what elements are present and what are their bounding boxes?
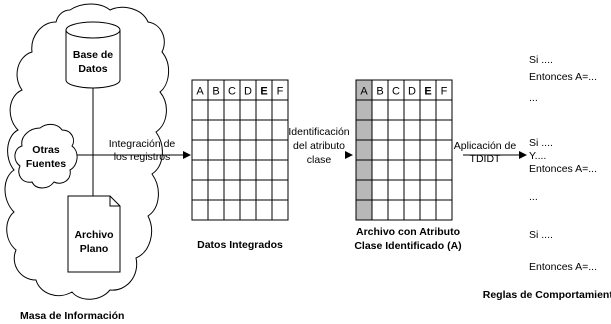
rule-line: ... xyxy=(529,92,538,104)
integrated-table-header-e: E xyxy=(260,85,267,97)
integrated-table-header-a: A xyxy=(196,85,204,97)
integrated-table-header-b: B xyxy=(212,85,219,97)
behavior-rules: Si .... Entonces A=... ... Si .... Y....… xyxy=(483,54,611,301)
integrated-table-header-f: F xyxy=(277,85,284,97)
information-mass-cloud: Masa de Información xyxy=(4,3,169,322)
other-sources-cloud: Otras Fuentes xyxy=(14,123,78,189)
identified-table-highlighted-column xyxy=(356,80,372,220)
identified-table-header-a: A xyxy=(360,85,368,97)
other-sources-label-line2: Fuentes xyxy=(26,158,66,170)
identification-label-line2: del atributo xyxy=(293,140,345,152)
rule-line: Si .... xyxy=(529,229,553,241)
rule-line: Si .... xyxy=(529,137,553,149)
identification-label-line1: Identificación xyxy=(288,126,349,138)
integration-step: Integración de los registros xyxy=(93,138,191,163)
identified-table-header-e: E xyxy=(424,85,431,97)
database-cylinder: Base de Datos xyxy=(65,21,121,89)
rule-line: Entonces A=... xyxy=(529,261,597,273)
tdidt-step: Aplicación de TDIDT xyxy=(454,140,527,165)
cloud-outline xyxy=(4,3,169,300)
integration-label-line2: los registros xyxy=(114,151,171,163)
integrated-table-header-c: C xyxy=(228,85,236,97)
flat-file-label-line1: Archivo xyxy=(74,229,113,241)
integration-label-line1: Integración de xyxy=(109,138,176,150)
rule-line: Entonces A=... xyxy=(529,71,597,83)
identification-step: Identificación del atributo clase xyxy=(288,126,353,166)
identified-table-caption-line1: Archivo con Atributo xyxy=(356,226,460,238)
rule-line: Y.... xyxy=(529,150,546,162)
identification-label-line3: clase xyxy=(307,154,332,166)
rules-caption: Reglas de Comportamiento xyxy=(483,289,611,301)
flat-file-label-line2: Plano xyxy=(80,243,109,255)
identified-table-caption-line2: Clase Identificado (A) xyxy=(354,240,461,252)
integrated-table-header-d: D xyxy=(244,85,252,97)
tdidt-label-line2: TDIDT xyxy=(470,153,501,165)
tdidt-label-line1: Aplicación de xyxy=(454,140,517,152)
database-label-line1: Base de xyxy=(73,49,113,61)
identification-arrowhead xyxy=(345,151,353,159)
integrated-table-caption: Datos Integrados xyxy=(197,239,283,251)
identified-table-header-b: B xyxy=(376,85,383,97)
identified-table-header-d: D xyxy=(408,85,416,97)
identified-table-header-c: C xyxy=(392,85,400,97)
cloud-label: Masa de Información xyxy=(20,310,124,322)
flat-file-document: Archivo Plano xyxy=(67,195,121,273)
other-sources-label-line1: Otras xyxy=(32,144,60,156)
rule-line: Si .... xyxy=(529,54,553,66)
rule-line: ... xyxy=(529,191,538,203)
database-label-line2: Datos xyxy=(78,63,107,75)
identified-table-header-f: F xyxy=(441,85,448,97)
rule-line: Entonces A=... xyxy=(529,163,597,175)
